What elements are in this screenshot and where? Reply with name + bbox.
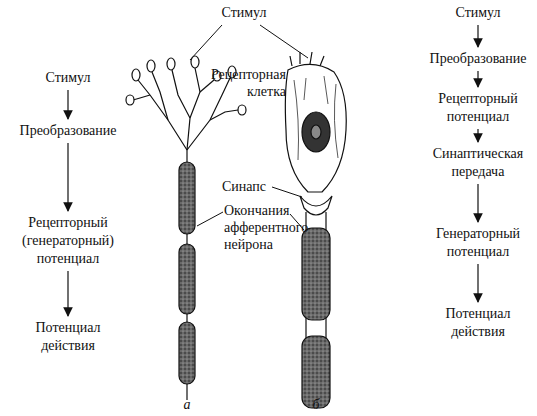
flow-arrow — [477, 129, 478, 142]
label-text: Синапс — [222, 179, 266, 194]
flow-step: Стимул — [12, 69, 124, 87]
figure-letter: а — [180, 396, 194, 413]
flow-step: Синаптическая передача — [422, 145, 534, 181]
part-label: Синапс — [222, 178, 274, 195]
flow-arrow — [67, 90, 68, 119]
step-text: Потенциал действия — [422, 305, 534, 341]
flow-arrow — [477, 71, 478, 87]
step-text: Стимул — [12, 69, 124, 87]
label-text: Окончания афферентного нейрона — [224, 203, 308, 252]
step-text: Преобразование — [9, 122, 127, 140]
figure-letter: б — [309, 396, 323, 413]
flow-arrow — [477, 264, 478, 302]
step-text: Синаптическая передача — [422, 145, 534, 181]
label-text: Рецепторная клетка — [211, 67, 286, 99]
flow-step: Генераторный потенциал — [422, 225, 534, 261]
flow-step: Стимул — [422, 4, 534, 22]
flow-step: Рецепторный (генераторный) потенциал — [9, 214, 127, 268]
step-text: Преобразование — [419, 50, 537, 68]
flow-step: Преобразование — [9, 122, 127, 140]
label-text: Стимул — [222, 5, 267, 20]
flow-arrow — [67, 143, 68, 211]
part-label: Окончания афферентного нейрона — [224, 202, 308, 253]
stimulus-label: Стимул — [214, 4, 274, 21]
step-text: Генераторный потенциал — [422, 225, 534, 261]
label-text: б — [312, 397, 319, 412]
part-label: Рецепторная клетка — [204, 66, 286, 100]
flow-step: Преобразование — [419, 50, 537, 68]
stimulus-lines — [190, 25, 308, 60]
step-text: Потенциал действия — [12, 319, 124, 355]
label-text: а — [184, 397, 191, 412]
flow-step: Потенциал действия — [12, 319, 124, 355]
flow-arrow — [477, 25, 478, 47]
step-text: Рецепторный потенциал — [422, 90, 534, 126]
step-text: Стимул — [422, 4, 534, 22]
flow-arrow — [477, 184, 478, 222]
step-text: Рецепторный (генераторный) потенциал — [9, 214, 127, 268]
flow-step: Рецепторный потенциал — [422, 90, 534, 126]
flow-step: Потенциал действия — [422, 305, 534, 341]
flow-arrow — [67, 271, 68, 316]
